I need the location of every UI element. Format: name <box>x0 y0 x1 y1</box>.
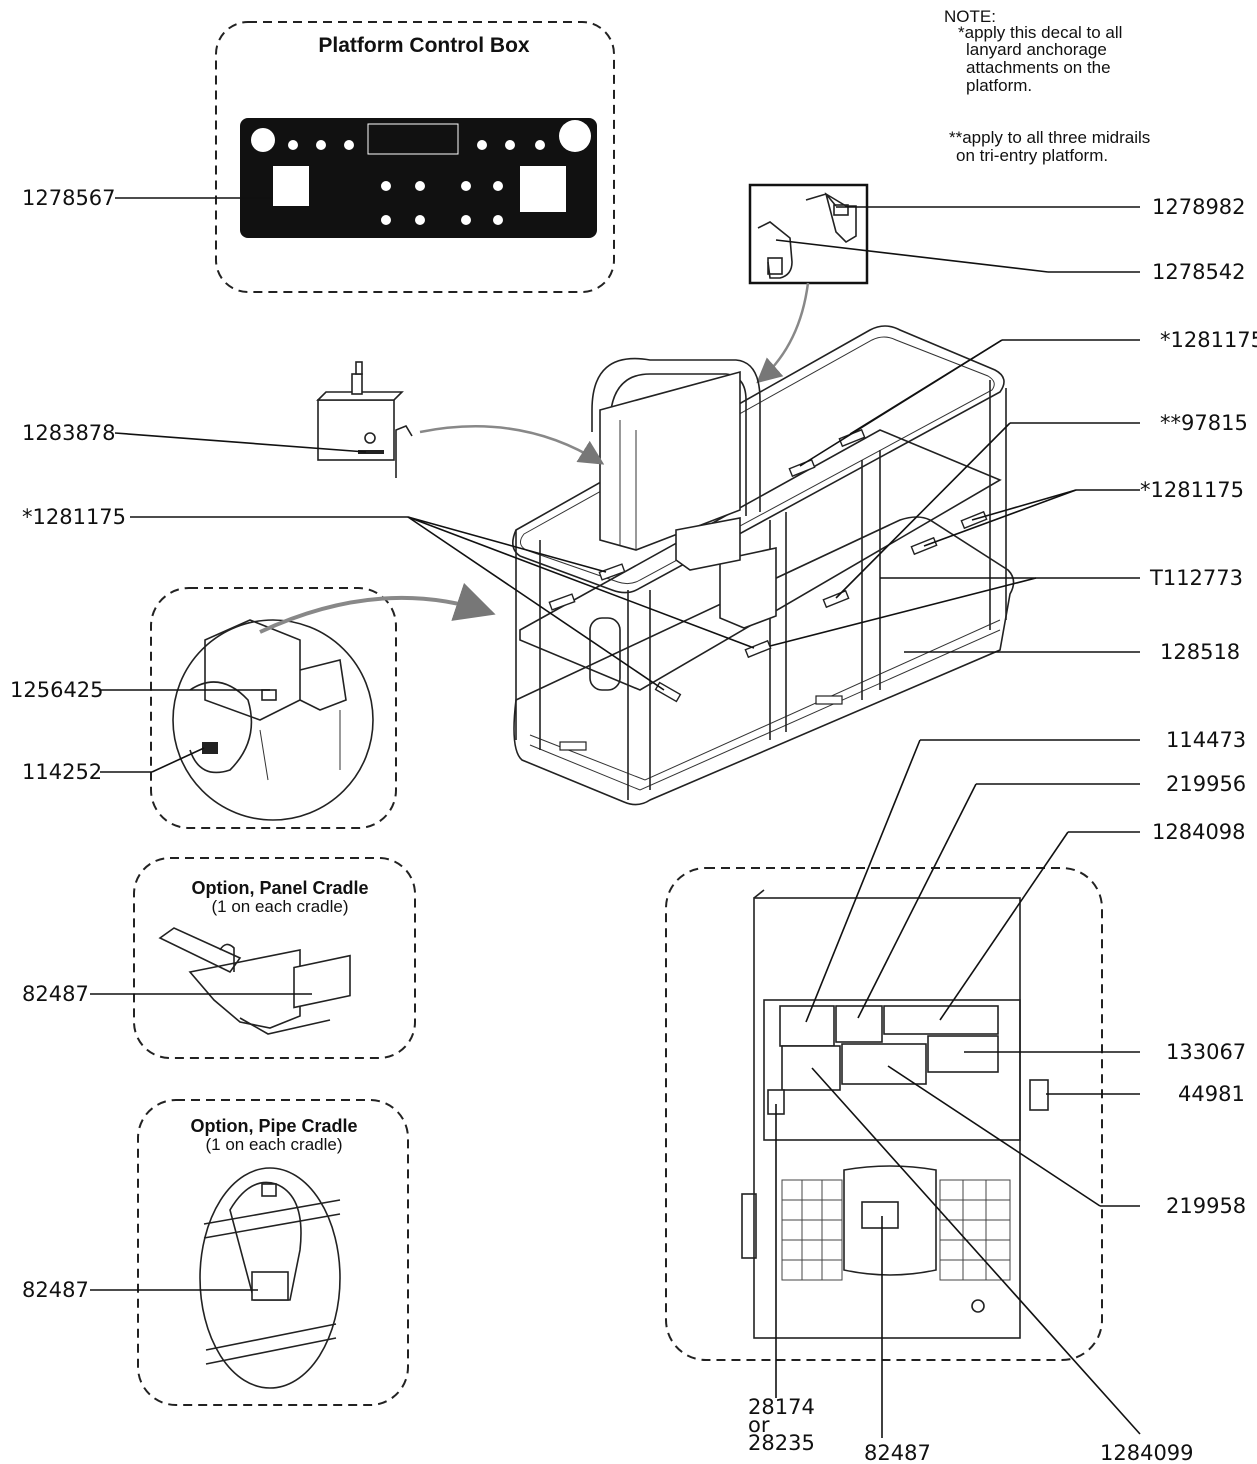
callout-114473: 114473 <box>1166 728 1246 752</box>
leader-1284099 <box>811 1067 1141 1435</box>
callout-219956: 219956 <box>1166 772 1246 796</box>
callout-1256425: 1256425 <box>10 678 104 702</box>
anchorage-detail-frame <box>748 183 869 285</box>
rear-inset-border <box>665 867 1103 1361</box>
note-line-1: *apply this decal to all <box>958 23 1122 42</box>
callout-T112773: T112773 <box>1149 566 1243 590</box>
pipe-cradle-title: Option, Pipe Cradle <box>190 1116 357 1136</box>
callout-82487-bottom: 82487 <box>864 1441 931 1464</box>
note-line-5: **apply to all three midrails <box>949 128 1150 147</box>
control-buttons <box>288 123 545 225</box>
horn-button-icon <box>559 120 591 152</box>
pipe-cradle-subtitle: (1 on each cradle) <box>205 1135 342 1154</box>
left-joystick-window <box>273 166 309 206</box>
callout-1284099: 1284099 <box>1100 1441 1194 1464</box>
callout-114252: 114252 <box>22 760 102 784</box>
callout-28174: 28174 <box>748 1395 815 1419</box>
anchorage-detail: 1278982 1278542 <box>748 183 1246 384</box>
callout-28235: 28235 <box>748 1431 815 1455</box>
callout-1284098: 1284098 <box>1152 820 1246 844</box>
control-box-title: Platform Control Box <box>318 34 529 57</box>
callout-1278567: 1278567 <box>22 186 116 210</box>
callout-82487-pipe: 82487 <box>22 1278 89 1302</box>
pipe-cradle-inset: Option, Pipe Cradle (1 on each cradle) 8… <box>22 1099 409 1406</box>
leader-1278542-a <box>775 239 1049 273</box>
callout-133067: 133067 <box>1166 1040 1246 1064</box>
emergency-stop-icon <box>251 128 275 152</box>
callout-1281175-left: *1281175 <box>22 505 126 529</box>
basket-leaders: *1281175 **97815 *1281175 T112773 128518… <box>22 328 1257 691</box>
leader-1283878 <box>114 432 367 453</box>
callout-or: or <box>748 1413 770 1437</box>
callout-1283878: 1283878 <box>22 421 116 445</box>
rotator-inset: 1256425 114252 <box>10 582 496 829</box>
note-head: NOTE: <box>944 7 996 26</box>
callout-219958: 219958 <box>1166 1194 1246 1218</box>
note-line-6: on tri-entry platform. <box>956 146 1108 165</box>
note-block: NOTE: *apply this decal to all lanyard a… <box>944 7 1150 165</box>
vent-grid <box>781 1179 1011 1281</box>
note-line-2: lanyard anchorage <box>966 40 1107 59</box>
callout-97815: **97815 <box>1160 411 1248 435</box>
callout-1278542: 1278542 <box>1152 260 1246 284</box>
control-box-border <box>215 21 615 293</box>
pipe-cradle-border <box>137 1099 409 1406</box>
callout-1281175-mid: *1281175 <box>1140 478 1244 502</box>
control-panel-rear-inset: 114473 219956 1284098 133067 44981 21995… <box>665 728 1246 1464</box>
panel-cradle-title: Option, Panel Cradle <box>191 878 368 898</box>
callout-128518: 128518 <box>1160 640 1240 664</box>
callout-44981: 44981 <box>1178 1082 1245 1106</box>
note-line-3: attachments on the <box>966 58 1111 77</box>
platform-basket <box>512 325 1015 806</box>
note-line-4: platform. <box>966 76 1032 95</box>
footswitch-component: 1283878 <box>22 361 605 478</box>
panel-cradle-subtitle: (1 on each cradle) <box>211 897 348 916</box>
panel-cradle-inset: Option, Panel Cradle (1 on each cradle) … <box>22 857 416 1059</box>
right-joystick-window <box>520 166 566 212</box>
callout-1278982: 1278982 <box>1152 195 1246 219</box>
control-box-inset: Platform Control Box 1278567 <box>22 21 615 293</box>
callout-82487-panel: 82487 <box>22 982 89 1006</box>
decal-blocks <box>767 1005 999 1115</box>
callout-1281175-top: *1281175 <box>1160 328 1257 352</box>
